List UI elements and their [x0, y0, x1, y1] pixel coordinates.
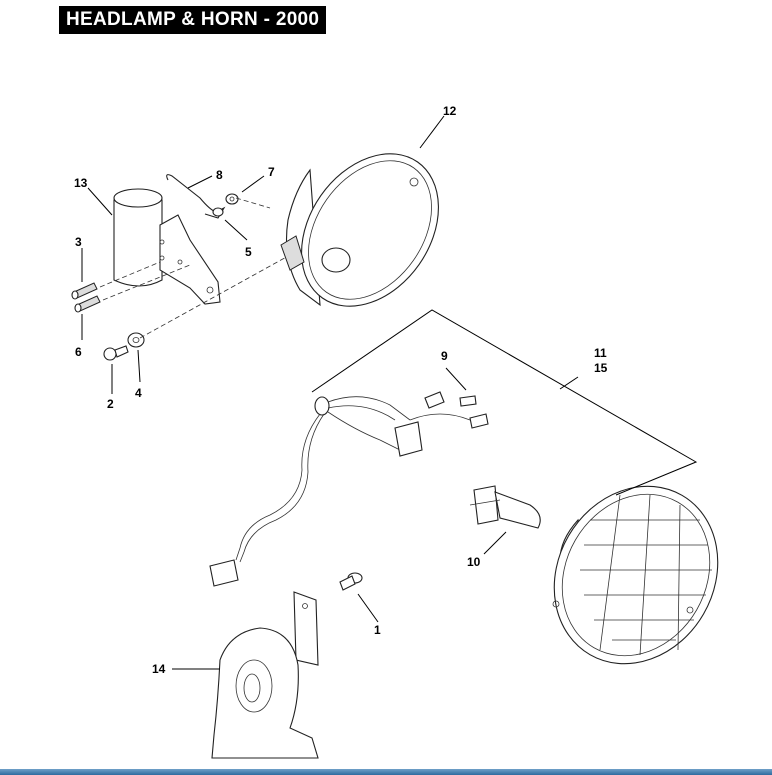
callout-7: 7	[268, 165, 275, 179]
nut-part	[225, 193, 239, 205]
headlamp-housing-part	[280, 153, 439, 307]
horn-bolt-part	[339, 572, 363, 591]
callout-11: 11	[594, 346, 607, 360]
callout-4: 4	[135, 386, 142, 400]
wiring-harness-part	[209, 391, 489, 587]
screw-6-part	[74, 295, 101, 313]
callout-1: 1	[374, 623, 381, 637]
bolt-part	[103, 345, 129, 361]
horn-part	[211, 591, 319, 759]
bottom-bar	[0, 769, 772, 775]
callout-5: 5	[245, 245, 252, 259]
callout-14: 14	[152, 662, 166, 676]
sealed-beam-lamp-part	[552, 485, 719, 665]
leader-lines	[81, 115, 698, 670]
mounting-bracket-part	[113, 188, 221, 305]
callout-10: 10	[467, 555, 481, 569]
callout-12: 12	[443, 104, 457, 118]
washer-part	[212, 207, 224, 217]
screw-3-part	[71, 282, 98, 300]
callout-9: 9	[441, 349, 448, 363]
rubber-washer-part	[127, 332, 145, 348]
callout-2: 2	[107, 397, 114, 411]
callout-15: 15	[594, 361, 608, 375]
bulb-part	[469, 485, 541, 529]
callout-8: 8	[216, 168, 223, 182]
callout-3: 3	[75, 235, 82, 249]
diagram-title: HEADLAMP & HORN - 2000	[59, 6, 327, 34]
callout-13: 13	[74, 176, 88, 190]
callout-6: 6	[75, 345, 82, 359]
